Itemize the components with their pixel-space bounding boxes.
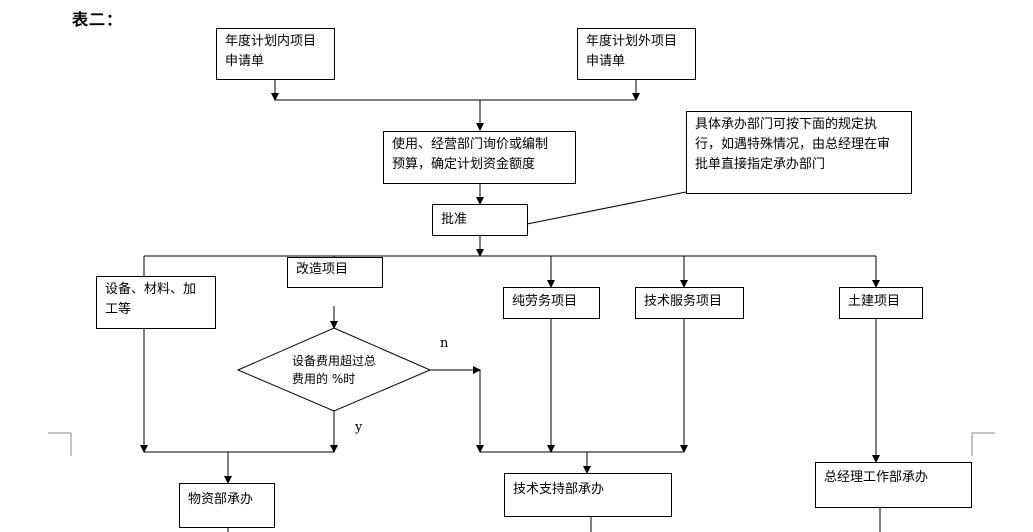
decision-diamond xyxy=(236,327,432,412)
tech-support-dept-box: 技术支持部承办 xyxy=(504,473,672,517)
page-title: 表二： xyxy=(72,10,124,29)
tech-service-box: 技术服务项目 xyxy=(635,287,744,319)
out-plan-request-box: 年度计划外项目 申请单 xyxy=(577,28,696,80)
civil-box: 土建项目 xyxy=(839,287,923,319)
in-plan-request-box: 年度计划内项目 申请单 xyxy=(216,28,335,80)
approve-box: 批准 xyxy=(432,204,528,236)
decision-text: 设备费用超过总 费用的 %时 xyxy=(292,354,377,386)
equipment-box: 设备、材料、加 工等 xyxy=(96,276,216,329)
edge-label-yes: y xyxy=(355,420,363,435)
gm-office-box: 总经理工作部承办 xyxy=(815,462,972,508)
materials-dept-box: 物资部承办 xyxy=(179,483,275,528)
note-box: 具体承办部门可按下面的规定执 行，如遇特殊情况，由总经理在审 批单直接指定承办部… xyxy=(686,111,912,194)
budget-box: 使用、经营部门询价或编制 预算，确定计划资金额度 xyxy=(383,131,576,184)
labor-box: 纯劳务项目 xyxy=(503,287,600,319)
renovation-box: 改造项目 xyxy=(287,257,383,288)
edge-label-no: n xyxy=(440,336,449,351)
